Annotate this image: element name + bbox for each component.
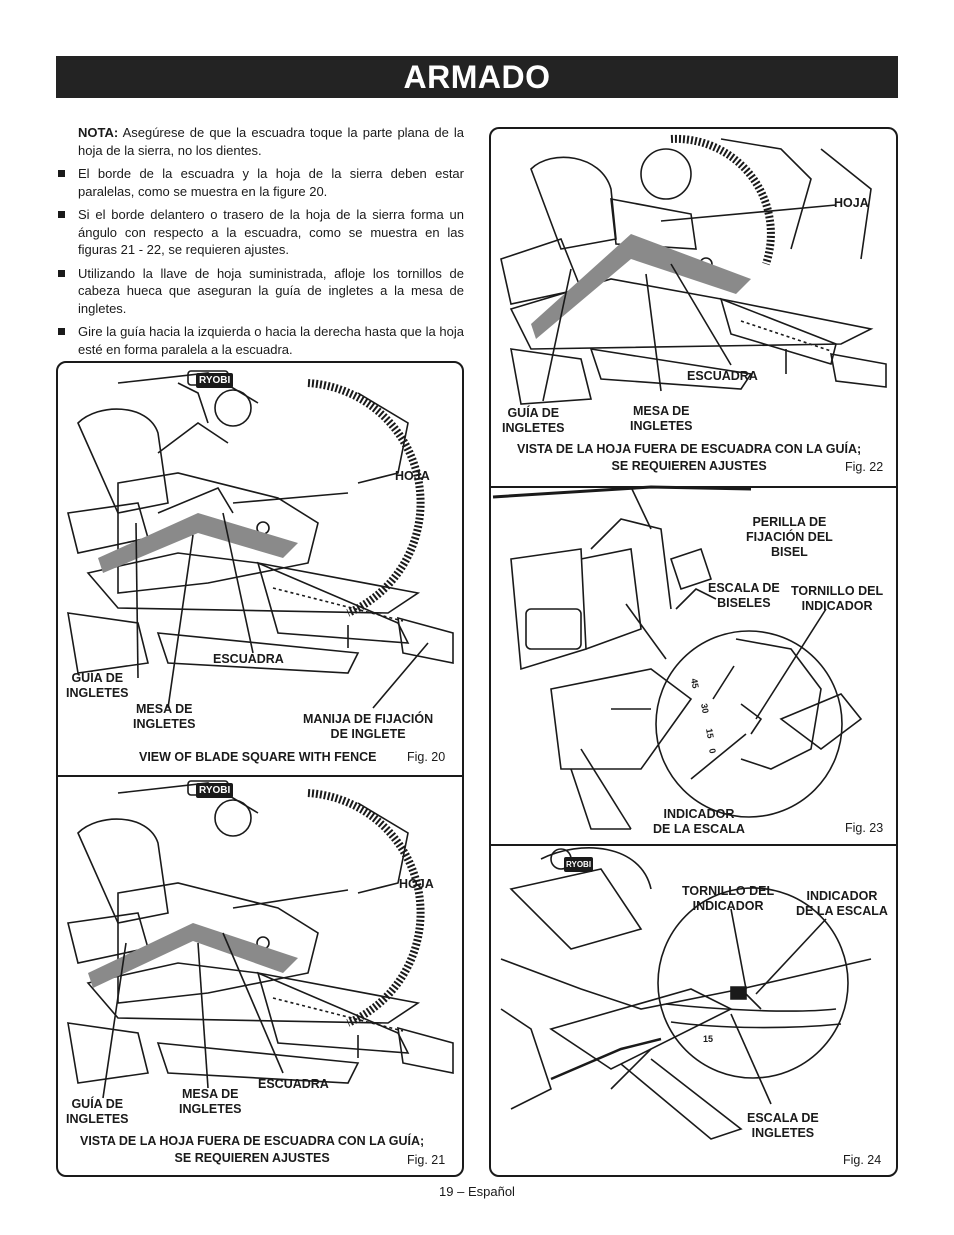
label-line: INGLETES xyxy=(502,421,565,435)
label-line: MESA DE xyxy=(182,1087,239,1101)
label-line: ESCALA DE xyxy=(708,581,780,595)
fig20-caption: VIEW OF BLADE SQUARE WITH FENCE xyxy=(139,750,377,764)
label-line: TORNILLO DEL xyxy=(791,584,884,598)
label-line: GUÍA DE xyxy=(71,1097,124,1111)
bullet-item: El borde de la escuadra y la hoja de la … xyxy=(56,165,464,200)
note-paragraph: NOTA: Asegúrese de que la escuadra toque… xyxy=(56,124,464,159)
scale-mark: 0 xyxy=(707,748,718,755)
label-line: MANIJA DE FIJACIÓN xyxy=(303,712,434,726)
fig22-caption: VISTA DE LA HOJA FUERA DE ESCUADRA CON L… xyxy=(517,441,861,475)
caption-line: VISTA DE LA HOJA FUERA DE ESCUADRA CON L… xyxy=(517,442,862,456)
label-hoja: HOJA xyxy=(395,469,430,483)
label-escala-de-ingletes: ESCALA DE INGLETES xyxy=(747,1111,819,1141)
label-line: INDICADOR xyxy=(801,599,873,613)
bullet-square-icon xyxy=(58,328,65,335)
page-footer: 19 – Español xyxy=(439,1184,515,1199)
bullet-item: Utilizando la llave de hoja suministrada… xyxy=(56,265,464,318)
label-line: INGLETES xyxy=(133,717,196,731)
label-line: DE LA ESCALA xyxy=(796,904,888,918)
label-tornillo-del-indicador: TORNILLO DEL INDICADOR xyxy=(682,884,774,914)
label-indicador-de-la-escala: INDICADOR DE LA ESCALA xyxy=(653,807,745,837)
label-guia-de-ingletes: GUÍA DE INGLETES xyxy=(66,1097,129,1127)
saw-illustration-fig20-21 xyxy=(58,370,462,1099)
bullet-square-icon xyxy=(58,211,65,218)
label-hoja: HOJA xyxy=(399,877,434,891)
label-line: GUÍA DE xyxy=(71,671,124,685)
brand-logo: RYOBI xyxy=(196,783,234,798)
label-line: BISELES xyxy=(717,596,771,610)
label-line: MESA DE xyxy=(136,702,193,716)
label-indicador-de-la-escala: INDICADOR DE LA ESCALA xyxy=(796,889,888,919)
label-escuadra: ESCUADRA xyxy=(687,369,758,383)
bullet-text: Si el borde delantero o trasero de la ho… xyxy=(78,207,464,257)
note-text: Asegúrese de que la escuadra toque la pa… xyxy=(78,125,464,158)
label-perilla-de-fijacion-del-bisel: PERILLA DE FIJACIÓN DEL BISEL xyxy=(746,515,833,560)
figure-panel-left: RYOBI HOJA ESCUADRA GUÍA DE INGLETES MES… xyxy=(56,361,464,1177)
label-guia-de-ingletes: GUÍA DE INGLETES xyxy=(66,671,129,701)
label-line: GUÍA DE xyxy=(507,406,560,420)
label-guia-de-ingletes: GUÍA DE INGLETES xyxy=(502,406,565,436)
label-line: MESA DE xyxy=(633,404,690,418)
fig20-number: Fig. 20 xyxy=(407,750,446,764)
page-title: ARMADO xyxy=(56,56,898,98)
fig21-number: Fig. 21 xyxy=(407,1153,446,1167)
label-mesa-de-ingletes: MESA DE INGLETES xyxy=(630,404,693,434)
scale-mark: 30 xyxy=(699,703,711,715)
label-line: FIJACIÓN DEL xyxy=(746,530,833,544)
label-line: TORNILLO DEL xyxy=(682,884,775,898)
label-line: INGLETES xyxy=(66,1112,129,1126)
label-manija-de-fijacion: MANIJA DE FIJACIÓN DE INGLETE xyxy=(303,712,433,742)
saw-illustration-fig22-24: 45 30 15 0 15 xyxy=(491,134,896,1140)
bullet-square-icon xyxy=(58,269,65,277)
caption-line: SE REQUIEREN AJUSTES xyxy=(611,459,767,473)
scale-mark: 15 xyxy=(703,1034,713,1044)
label-line: INDICADOR xyxy=(692,899,764,913)
label-line: ESCALA DE xyxy=(747,1111,819,1125)
label-line: INGLETES xyxy=(179,1102,242,1116)
brand-logo: RYOBI xyxy=(196,373,234,388)
label-line: DE LA ESCALA xyxy=(653,822,745,836)
bullet-square-icon xyxy=(58,170,65,177)
label-line: INGLETES xyxy=(751,1126,815,1140)
label-line: INGLETES xyxy=(630,419,693,433)
label-line: INGLETES xyxy=(66,686,129,700)
figure-panel-right: 45 30 15 0 15 HOJA ESCUADRA GUÍA DE INGL… xyxy=(489,127,898,1177)
bullet-item: Gire la guía hacia la izquierda o hacia … xyxy=(56,323,464,358)
fig23-number: Fig. 23 xyxy=(845,821,884,835)
label-escuadra: ESCUADRA xyxy=(213,652,284,666)
label-mesa-de-ingletes: MESA DE INGLETES xyxy=(133,702,196,732)
fig21-caption: VISTA DE LA HOJA FUERA DE ESCUADRA CON L… xyxy=(80,1133,424,1167)
bullet-item: Si el borde delantero o trasero de la ho… xyxy=(56,206,464,259)
label-line: INDICADOR xyxy=(663,807,735,821)
label-line: INDICADOR xyxy=(806,889,878,903)
label-line: BISEL xyxy=(771,545,808,559)
note-label: NOTA: xyxy=(78,125,119,140)
bullet-text: El borde de la escuadra y la hoja de la … xyxy=(78,166,464,199)
fig24-number: Fig. 24 xyxy=(843,1153,882,1167)
label-line: PERILLA DE xyxy=(752,515,827,529)
label-tornillo-del-indicador: TORNILLO DEL INDICADOR xyxy=(791,584,883,614)
brand-logo: RYOBI xyxy=(564,857,594,872)
caption-line: VISTA DE LA HOJA FUERA DE ESCUADRA CON L… xyxy=(80,1134,425,1148)
scale-mark: 15 xyxy=(704,728,716,740)
label-mesa-de-ingletes: MESA DE INGLETES xyxy=(179,1087,242,1117)
label-line: DE INGLETE xyxy=(330,727,406,741)
intro-text: NOTA: Asegúrese de que la escuadra toque… xyxy=(56,124,464,364)
bullet-text: Gire la guía hacia la izquierda o hacia … xyxy=(78,324,464,357)
label-escuadra: ESCUADRA xyxy=(258,1077,329,1091)
scale-mark: 45 xyxy=(689,678,701,690)
bullet-text: Utilizando la llave de hoja suministrada… xyxy=(78,265,464,316)
fig22-number: Fig. 22 xyxy=(845,460,884,474)
label-escala-de-biseles: ESCALA DE BISELES xyxy=(708,581,780,611)
label-hoja: HOJA xyxy=(834,196,869,210)
caption-line: SE REQUIEREN AJUSTES xyxy=(174,1151,330,1165)
